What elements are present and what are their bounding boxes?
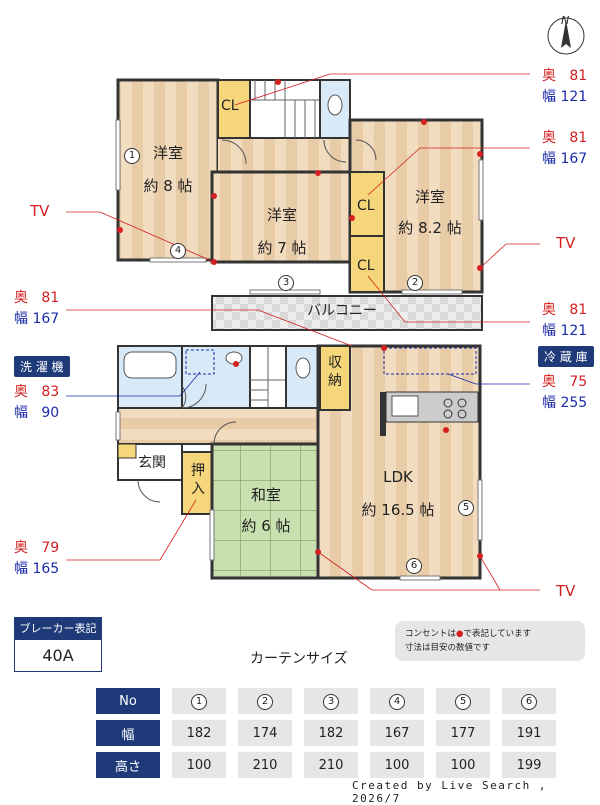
tv-label: TV: [30, 202, 50, 220]
balcony-label: バルコニー: [307, 303, 377, 319]
window-number: 5: [458, 500, 474, 516]
table-row: No 1 2 3 4 5 6: [96, 688, 556, 714]
legend-note: コンセントは●で表記しています 寸法は目安の数値です: [395, 621, 585, 661]
table-cell: 210: [238, 752, 292, 778]
window-number: 3: [278, 275, 294, 291]
table-cell: 167: [370, 720, 424, 746]
window-number: 2: [407, 275, 423, 291]
fridge-tag: 冷 蔵 庫: [538, 346, 594, 367]
table-row: 幅 182 174 182 167 177 191: [96, 720, 556, 746]
table-cell: 191: [502, 720, 556, 746]
curtain-title: カーテンサイズ: [250, 651, 348, 667]
tv-label: TV: [556, 582, 576, 600]
leader-lines: [66, 73, 540, 591]
table-row: 高さ 100 210 210 100 100 199: [96, 752, 556, 778]
breaker-box: ブレーカー表記 40A: [14, 617, 102, 672]
room-yoshitsu-2: 洋室 約 7 帖: [257, 206, 307, 257]
dimension-label: 奥 81 幅 121: [542, 68, 588, 105]
table-cell: 174: [238, 720, 292, 746]
table-cell: 182: [304, 720, 358, 746]
table-cell: 4: [370, 688, 424, 714]
table-cell: 1: [172, 688, 226, 714]
tv-label: TV: [556, 234, 576, 252]
table-cell: 3: [304, 688, 358, 714]
oshiire-label: 押入: [191, 463, 205, 498]
closet-label: CL: [221, 98, 239, 114]
table-cell: 100: [436, 752, 490, 778]
dimension-label: 奥 75 幅 255: [542, 374, 588, 411]
dimension-label: 奥 83 幅 90: [14, 384, 60, 421]
window-number: 6: [406, 558, 422, 574]
room-yoshitsu-3: 洋室 約 8.2 帖: [398, 188, 462, 237]
dimension-label: 奥 81 幅 167: [14, 290, 60, 327]
first-floor: [115, 344, 483, 581]
room-ldk: LDK 約 16.5 帖: [361, 468, 435, 519]
credit-text: Created by Live Search , 2026/7: [352, 779, 547, 805]
entrance-label: 玄関: [138, 455, 166, 471]
dimension-label: 奥 81 幅 121: [542, 302, 588, 339]
table-cell: 100: [370, 752, 424, 778]
dimension-label: 奥 81 幅 167: [542, 130, 588, 167]
table-cell: 6: [502, 688, 556, 714]
table-cell: 182: [172, 720, 226, 746]
closet-label: CL: [357, 258, 375, 274]
table-cell: 210: [304, 752, 358, 778]
table-cell: 2: [238, 688, 292, 714]
header-cell: 高さ: [96, 752, 160, 778]
storage-label: 収納: [328, 355, 342, 390]
table-cell: 199: [502, 752, 556, 778]
table-cell: 5: [436, 688, 490, 714]
table-cell: 100: [172, 752, 226, 778]
outlet-icon: ●: [456, 629, 464, 639]
header-cell: No: [96, 688, 160, 714]
dimension-label: 奥 79 幅 165: [14, 540, 60, 577]
curtain-table: No 1 2 3 4 5 6 幅 182 174 182 167 177 191…: [84, 682, 568, 784]
table-cell: 177: [436, 720, 490, 746]
closet-label: CL: [357, 198, 375, 214]
second-floor: [115, 78, 484, 331]
compass-north-label: N: [561, 14, 570, 27]
room-washitsu: 和室 約 6 帖: [241, 486, 291, 535]
breaker-value: 40A: [14, 639, 102, 672]
window-number: 4: [170, 243, 186, 259]
compass-icon: [547, 17, 585, 55]
window-number: 1: [124, 148, 140, 164]
room-yoshitsu-1: 洋室 約 8 帖: [143, 144, 193, 195]
breaker-title: ブレーカー表記: [14, 617, 102, 639]
header-cell: 幅: [96, 720, 160, 746]
washer-tag: 洗 濯 機: [14, 356, 70, 377]
